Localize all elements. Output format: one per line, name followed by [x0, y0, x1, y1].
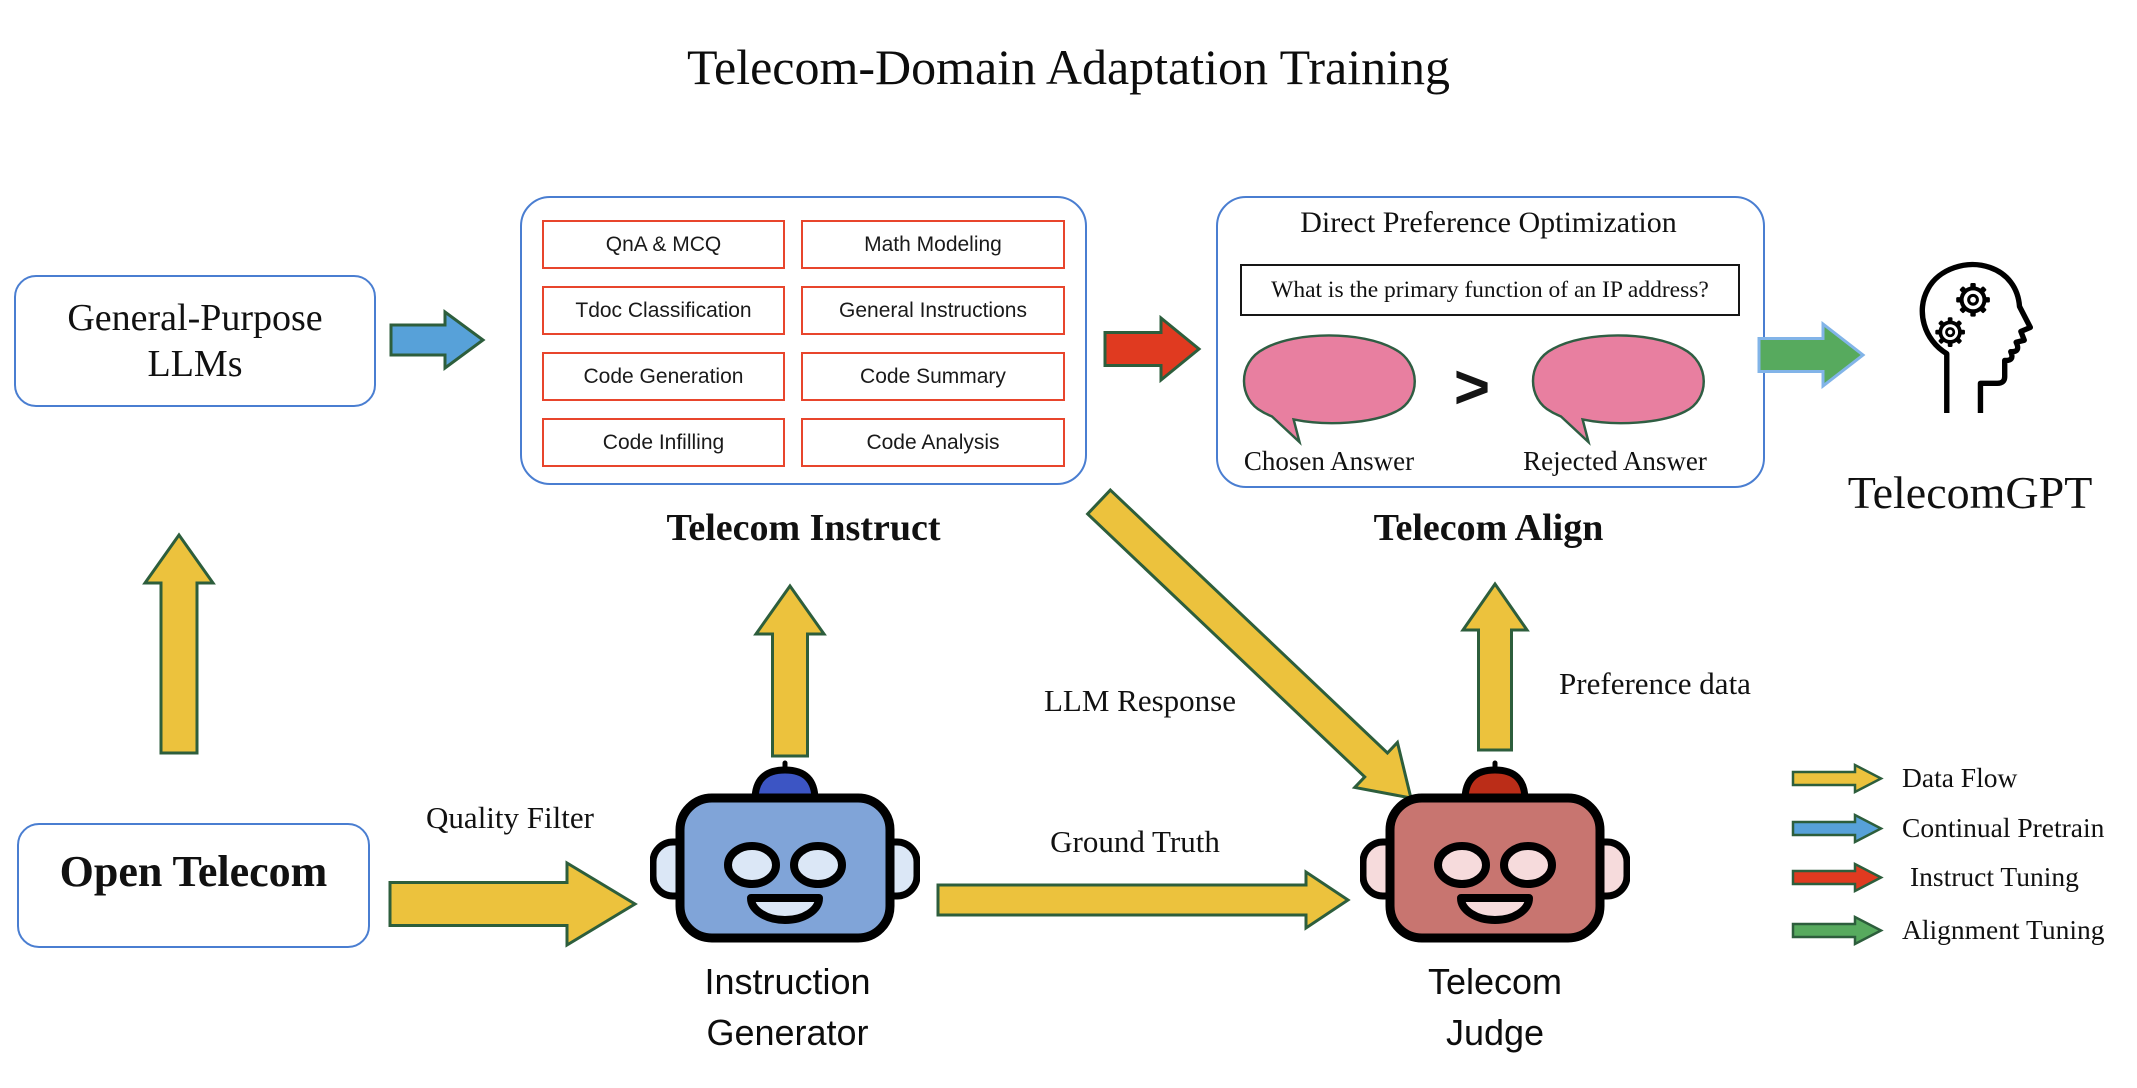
chosen-answer-label: Chosen Answer: [1243, 446, 1415, 476]
dpo-title: Direct Preference Optimization: [1300, 206, 1677, 239]
llm-response-arrow: [1085, 487, 1413, 800]
instruct-tuning-arrow: [1103, 315, 1202, 383]
alignment-tuning-arrow-icon: [1791, 914, 1884, 946]
dpo-question-box: What is the primary function of an IP ad…: [1240, 264, 1740, 316]
legend-label-alignment-tuning: Alignment Tuning: [1902, 914, 2105, 945]
instruction-generator-label: Instruction Generator: [630, 956, 945, 1058]
general-llms-node: General-Purpose LLMs: [14, 275, 376, 407]
preference-data-arrow: [1460, 581, 1530, 752]
telecom-instruct-panel: QnA & MCQ Math Modeling Tdoc Classificat…: [520, 196, 1087, 485]
chosen-answer-bubble-icon: [1242, 334, 1416, 446]
task-box-code-gen: Code Generation: [542, 352, 785, 401]
generator-to-instruct-arrow: [753, 583, 827, 758]
open-telecom-to-llms-arrow: [142, 532, 216, 755]
legend-label-instruct-tuning: Instruct Tuning: [1910, 861, 2079, 892]
gear-icon: [1956, 282, 1990, 317]
instruction-generator-robot-icon: [650, 760, 920, 943]
legend-item-data-flow: Data Flow: [1790, 761, 2017, 795]
general-llms-label-line2: LLMs: [147, 343, 243, 385]
preference-data-label: Preference data: [1559, 666, 1751, 701]
instruction-generator-label-line1: Instruction: [704, 961, 871, 1002]
rejected-answer-bubble-icon: [1531, 334, 1705, 446]
data-flow-arrow-icon: [1791, 762, 1884, 794]
telecom-judge-label-line1: Telecom: [1427, 961, 1563, 1002]
telecom-align-label: Telecom Align: [1373, 507, 1604, 549]
task-box-general-instr: General Instructions: [801, 286, 1065, 335]
quality-filter-label: Quality Filter: [426, 800, 594, 835]
legend-item-continual-pretrain: Continual Pretrain: [1790, 811, 2104, 845]
telecom-judge-label: Telecom Judge: [1340, 956, 1650, 1058]
alignment-tuning-arrow: [1757, 321, 1866, 389]
rejected-answer-label: Rejected Answer: [1523, 446, 1707, 476]
telecom-instruct-label: Telecom Instruct: [666, 507, 941, 549]
instruct-tuning-arrow-icon: [1791, 861, 1884, 893]
telecomgpt-head-icon: [1919, 261, 2033, 413]
task-box-tdoc-class: Tdoc Classification: [542, 286, 785, 335]
continual-pretrain-arrow-icon: [1791, 812, 1884, 844]
telecomgpt-label: TelecomGPT: [1847, 467, 2093, 518]
task-box-code-infilling: Code Infilling: [542, 418, 785, 467]
legend-item-instruct-tuning: Instruct Tuning: [1790, 860, 2079, 894]
ground-truth-label: Ground Truth: [1050, 824, 1220, 859]
llm-response-label: LLM Response: [1043, 683, 1236, 718]
telecom-judge-label-line2: Judge: [1445, 1012, 1545, 1054]
diagram-title: Telecom-Domain Adaptation Training: [686, 39, 1451, 95]
legend-item-alignment-tuning: Alignment Tuning: [1790, 913, 2104, 947]
gear-icon: [1935, 317, 1965, 347]
ground-truth-arrow: [936, 869, 1351, 931]
continual-pretrain-arrow: [389, 309, 486, 371]
telecom-judge-robot-icon: [1360, 760, 1630, 943]
instruction-generator-label-line2: Generator: [706, 1012, 869, 1054]
open-telecom-node: Open Telecom: [17, 823, 370, 948]
general-llms-label-line1: General-Purpose: [67, 296, 323, 339]
task-box-code-analysis: Code Analysis: [801, 418, 1065, 467]
task-box-math-modeling: Math Modeling: [801, 220, 1065, 269]
quality-filter-arrow: [388, 860, 638, 948]
greater-than-sign: >: [1453, 352, 1491, 422]
legend-label-data-flow: Data Flow: [1902, 762, 2018, 793]
legend-label-continual-pretrain: Continual Pretrain: [1902, 812, 2105, 843]
task-box-qna-mcq: QnA & MCQ: [542, 220, 785, 269]
task-box-code-summary: Code Summary: [801, 352, 1065, 401]
